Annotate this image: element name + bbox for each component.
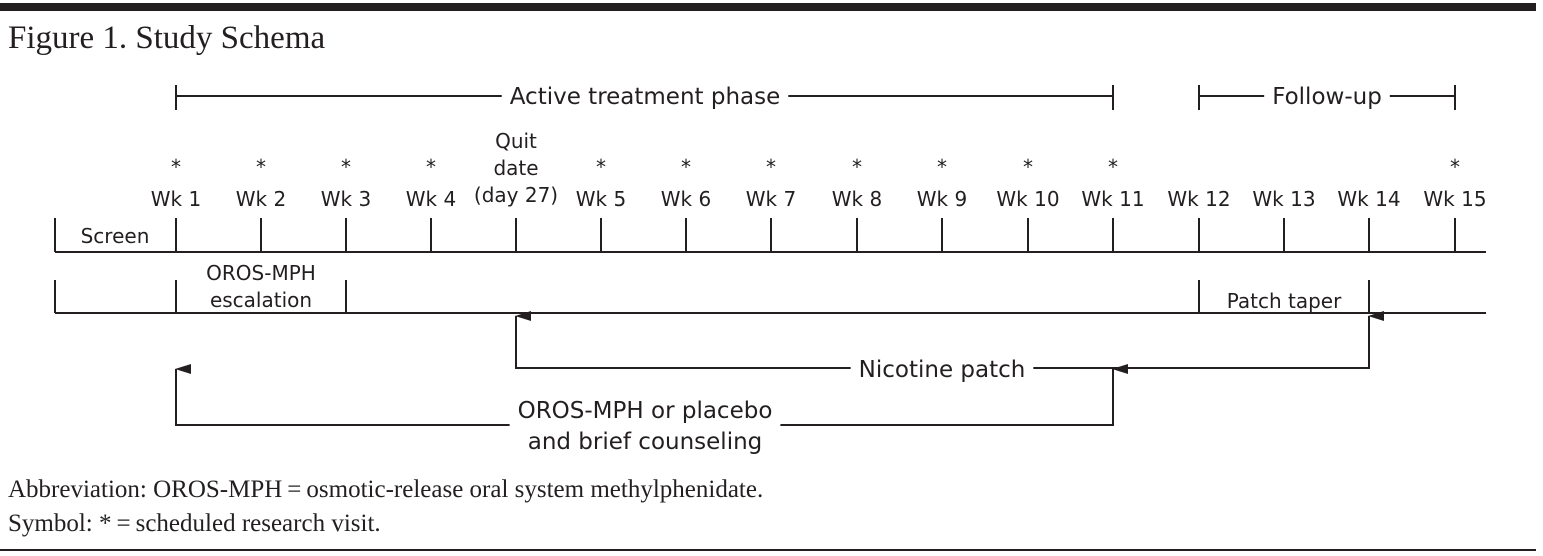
study-schema-diagram: Active treatment phase Follow-up Wk 1 * Wk 2… <box>54 82 1487 457</box>
visit-marker: * <box>1450 155 1460 179</box>
figure-title: Figure 1. Study Schema <box>8 20 326 56</box>
visit-marker: * <box>937 155 947 179</box>
visit-marker: * <box>256 155 266 179</box>
followup-label-background <box>1264 82 1390 112</box>
quit-date-label: date <box>493 156 538 180</box>
week-label: Wk 4 <box>406 187 456 211</box>
visit-marker: * <box>171 155 181 179</box>
active-phase-label-background <box>501 82 789 112</box>
week-label: Wk 5 <box>576 187 626 211</box>
visit-marker: * <box>596 155 606 179</box>
week-label: Wk 2 <box>236 187 286 211</box>
escalation-label: OROS-MPH <box>206 261 316 285</box>
followup-label: Follow-up <box>1272 84 1382 110</box>
week-label: Wk 9 <box>917 187 967 211</box>
week-label: Wk 15 <box>1423 187 1486 211</box>
drug-arm-label: and brief counseling <box>528 429 763 455</box>
nicotine-patch-label: Nicotine patch <box>859 357 1026 383</box>
visit-marker: * <box>766 155 776 179</box>
quit-date-label: (day 27) <box>474 183 558 207</box>
symbol-note: Symbol: * = scheduled research visit. <box>8 510 381 537</box>
week-label: Wk 6 <box>661 187 711 211</box>
active-phase-label: Active treatment phase <box>510 84 781 110</box>
top-rule <box>0 3 1536 11</box>
drug-arm-label: OROS-MPH or placebo <box>518 398 773 424</box>
bottom-rule <box>0 549 1536 551</box>
drug-arm-label-background <box>519 427 771 457</box>
screen-label: Screen <box>81 224 150 248</box>
week-label: Wk 14 <box>1337 187 1400 211</box>
week-label: Wk 1 <box>151 187 201 211</box>
week-label: Wk 7 <box>746 187 796 211</box>
drug-arm-label-background <box>509 396 781 426</box>
visit-marker: * <box>681 155 691 179</box>
week-label: Wk 12 <box>1167 187 1230 211</box>
visit-marker: * <box>1023 155 1033 179</box>
week-label: Wk 13 <box>1252 187 1315 211</box>
quit-date-label: Quit <box>495 129 537 153</box>
week-label: Wk 11 <box>1081 187 1144 211</box>
visit-marker: * <box>426 155 436 179</box>
escalation-label: escalation <box>210 288 312 312</box>
week-label: Wk 3 <box>321 187 371 211</box>
visit-marker: * <box>852 155 862 179</box>
week-label: Wk 10 <box>996 187 1059 211</box>
taper-label: Patch taper <box>1227 289 1342 313</box>
abbreviation-note: Abbreviation: OROS-MPH = osmotic-release… <box>8 476 764 503</box>
visit-marker: * <box>1108 155 1118 179</box>
nicotine-patch-label-background <box>850 355 1034 385</box>
visit-marker: * <box>341 155 351 179</box>
week-label: Wk 8 <box>832 187 882 211</box>
